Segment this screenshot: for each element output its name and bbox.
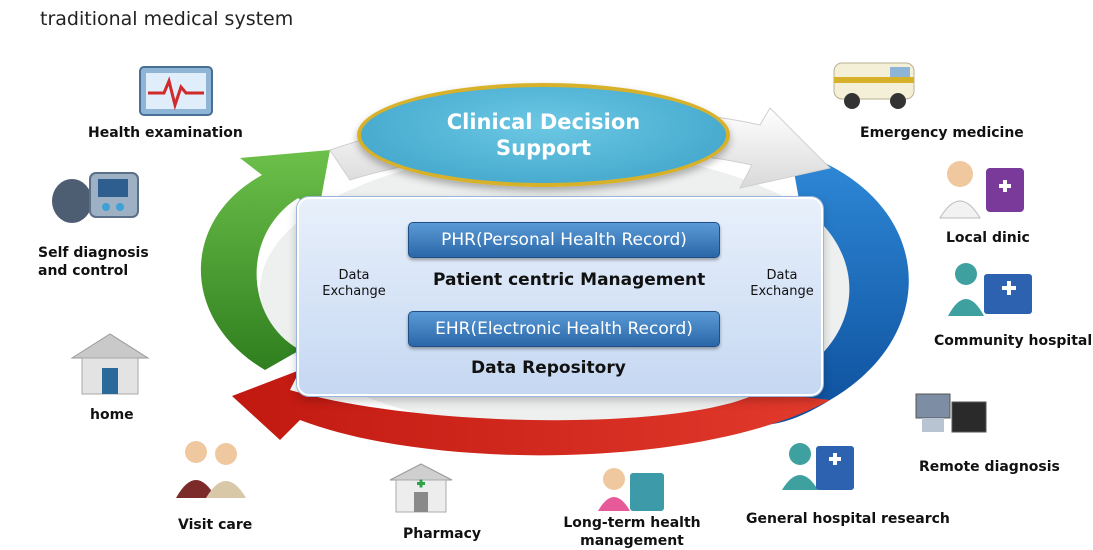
blue-arc bbox=[740, 150, 909, 425]
label-remote-diagnosis: Remote diagnosis bbox=[919, 459, 1060, 475]
page-title: traditional medical system bbox=[40, 8, 294, 30]
label-home: home bbox=[90, 407, 134, 423]
phr-box: PHR(Personal Health Record) bbox=[408, 222, 720, 258]
label-community-hospital: Community hospital bbox=[934, 333, 1093, 349]
house-icon bbox=[70, 333, 150, 395]
ambulance-icon bbox=[833, 62, 915, 109]
pharmacy-icon bbox=[389, 463, 453, 513]
clinic-doctor-icon bbox=[939, 161, 1024, 219]
label-pharmacy: Pharmacy bbox=[403, 526, 482, 542]
caregiver-icon bbox=[598, 468, 664, 511]
red-arrow bbox=[232, 370, 830, 456]
remote-screens-icon bbox=[915, 393, 987, 433]
elderly-couple-icon bbox=[176, 441, 246, 498]
label-emergency-medicine: Emergency medicine bbox=[860, 125, 1024, 141]
patient-centric-management: Patient centric Management bbox=[433, 270, 706, 290]
label-local-clinic: Local dinic bbox=[946, 230, 1030, 246]
blood-pressure-icon bbox=[52, 172, 139, 223]
label-visit-care: Visit care bbox=[178, 517, 253, 533]
clinical-decision-support: Clinical Decision Support bbox=[357, 83, 730, 187]
hospital-doctor-icon bbox=[782, 443, 854, 490]
ehr-box: EHR(Electronic Health Record) bbox=[408, 311, 720, 347]
label-health-examination: Health examination bbox=[88, 125, 243, 141]
community-hospital-icon bbox=[948, 263, 1032, 316]
data-repository: Data Repository bbox=[471, 358, 626, 378]
label-general-hospital: General hospital research bbox=[746, 511, 950, 527]
monitor-heartbeat-icon bbox=[139, 66, 213, 116]
green-arrow bbox=[200, 150, 330, 370]
